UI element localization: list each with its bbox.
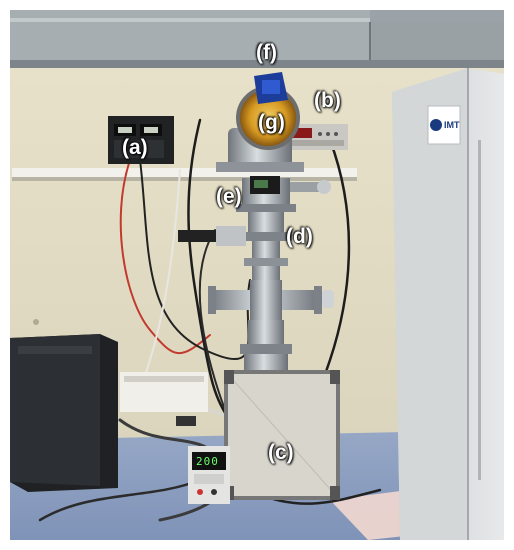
label-d: (d): [286, 225, 313, 248]
label-b: (b): [314, 89, 341, 112]
label-e: (e): [216, 185, 242, 208]
power-supply-display: 200: [196, 455, 219, 468]
support-box: [224, 370, 340, 500]
pc-tower: [10, 334, 118, 492]
storage-cabinet: [392, 68, 504, 540]
label-a: (a): [122, 136, 148, 159]
label-c: (c): [268, 441, 294, 464]
overhead-cabinets: [10, 10, 504, 68]
wall-shelf: [12, 168, 357, 325]
vacuum-column: [178, 72, 334, 374]
label-f: (f): [256, 41, 277, 64]
cabinet-brand-label: IMT: [444, 120, 460, 130]
misc-devices: [120, 372, 208, 426]
label-g: (g): [258, 111, 285, 134]
gauge-controller: [108, 116, 174, 164]
power-supply: [188, 446, 230, 504]
